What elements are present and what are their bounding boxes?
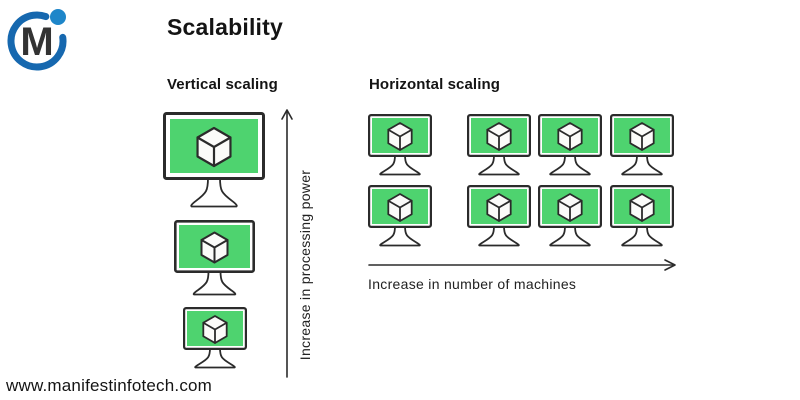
page-title: Scalability: [167, 14, 283, 40]
company-logo: M: [5, 5, 71, 71]
cube-icon: [557, 193, 583, 222]
horizontal-scaling-label: Horizontal scaling: [369, 76, 500, 93]
cube-icon: [486, 122, 512, 151]
monitor-icon-small: [467, 185, 531, 254]
monitor-icon-small: [538, 114, 602, 183]
up-arrow-icon: [281, 109, 293, 378]
monitor-stand: [192, 270, 237, 296]
monitor-icon-small: [467, 114, 531, 183]
monitor-icon-large: [163, 112, 265, 215]
monitor-stand: [549, 154, 591, 176]
logo-dot-icon: [50, 9, 66, 25]
monitor-icon-small: [368, 185, 432, 254]
cube-icon: [387, 193, 413, 222]
logo-letter: M: [20, 20, 53, 64]
cube-icon: [629, 122, 655, 151]
logo-ring-icon: M: [7, 9, 67, 71]
monitor-icon-small: [368, 114, 432, 183]
monitor-stand: [549, 225, 591, 247]
monitor-icon-small: [610, 114, 674, 183]
monitor-stand: [379, 154, 421, 176]
cube-icon: [196, 126, 232, 168]
monitor-icon-small: [183, 307, 247, 376]
right-arrow-icon: [368, 259, 676, 271]
monitor-stand: [190, 177, 238, 208]
cube-icon: [200, 231, 229, 264]
monitor-icon-small: [610, 185, 674, 254]
monitor-stand: [379, 225, 421, 247]
cube-icon: [557, 122, 583, 151]
monitor-stand: [478, 154, 520, 176]
cube-icon: [202, 315, 228, 344]
monitor-stand: [194, 347, 236, 369]
monitor-icon-medium: [173, 219, 256, 303]
processing-power-caption: Increase in processing power: [297, 169, 313, 361]
cube-icon: [387, 122, 413, 151]
monitor-stand: [478, 225, 520, 247]
number-of-machines-caption: Increase in number of machines: [368, 276, 577, 292]
vertical-scaling-label: Vertical scaling: [167, 76, 278, 93]
monitor-icon-small: [538, 185, 602, 254]
footer-website-url: www.manifestinfotech.com: [6, 376, 213, 395]
cube-icon: [629, 193, 655, 222]
monitor-stand: [621, 154, 663, 176]
monitor-stand: [621, 225, 663, 247]
cube-icon: [486, 193, 512, 222]
